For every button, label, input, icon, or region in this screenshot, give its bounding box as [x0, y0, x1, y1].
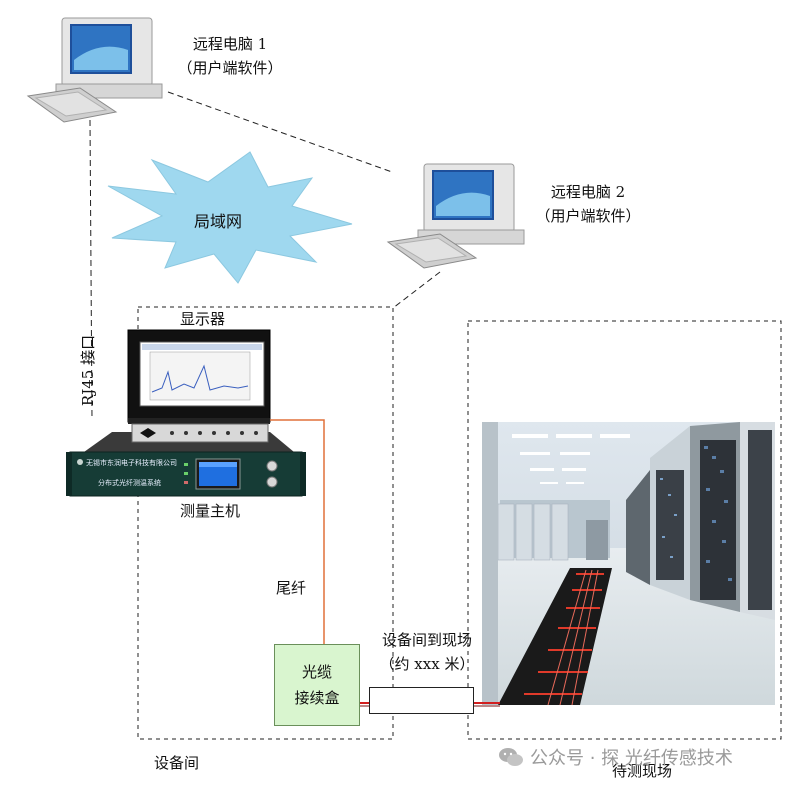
- remote-computer-1-label: 远程电脑 1 （用户端软件）: [168, 32, 292, 80]
- watermark-text: 公众号 · 探 光纤传感技术: [530, 748, 733, 769]
- monitor-icon: [127, 329, 271, 424]
- link-pc1-to-host: [89, 119, 93, 421]
- lan-label: 局域网: [194, 212, 243, 231]
- splice-box-line2: 接续盒: [294, 689, 340, 707]
- wechat-logo-icon: [499, 748, 523, 766]
- host-panel-model: 分布式光纤测温系统: [98, 479, 161, 487]
- host-panel-company: 无锡市东润电子科技有限公司: [86, 459, 177, 467]
- remote-computer-1-name: 远程电脑 1: [192, 35, 268, 53]
- cable-conduit: [369, 687, 474, 714]
- splice-box-line1: 光缆: [301, 663, 332, 681]
- site-boundary: [467, 320, 782, 740]
- equipment-room-label: 设备间: [154, 754, 200, 772]
- splice-box: 光缆 接续盒: [274, 644, 360, 726]
- remote-computer-2-name: 远程电脑 2: [550, 183, 626, 201]
- rj45-label: RJ45 接口: [79, 334, 98, 407]
- remote-computer-1-sub: （用户端软件）: [177, 59, 283, 77]
- link-pc1-to-pc2: [167, 91, 393, 173]
- monitor-label: 显示器: [180, 310, 226, 328]
- lan-cloud: [107, 151, 353, 284]
- pigtail-fiber: [270, 419, 325, 644]
- host-label: 测量主机: [180, 502, 241, 520]
- link-distance-label: 设备间到现场 （约 xxx 米）: [370, 628, 484, 676]
- server-racks: [626, 422, 775, 620]
- link-line2: （约 xxx 米）: [379, 655, 475, 673]
- remote-computer-2-sub: （用户端软件）: [535, 207, 641, 225]
- pigtail-label: 尾纤: [276, 579, 307, 597]
- link-pc2-to-room: [392, 271, 441, 309]
- watermark: 公众号 · 探 光纤传感技术: [498, 744, 733, 770]
- lan-links: [89, 91, 441, 421]
- site-label: 待测现场: [612, 762, 673, 780]
- measurement-host-icon: [66, 423, 306, 497]
- link-line1: 设备间到现场: [381, 631, 472, 649]
- remote-computer-2-label: 远程电脑 2 （用户端软件）: [526, 180, 650, 228]
- remote-computer-2-icon: [386, 163, 525, 269]
- remote-computer-1-icon: [26, 17, 163, 123]
- site-photo: [482, 422, 775, 705]
